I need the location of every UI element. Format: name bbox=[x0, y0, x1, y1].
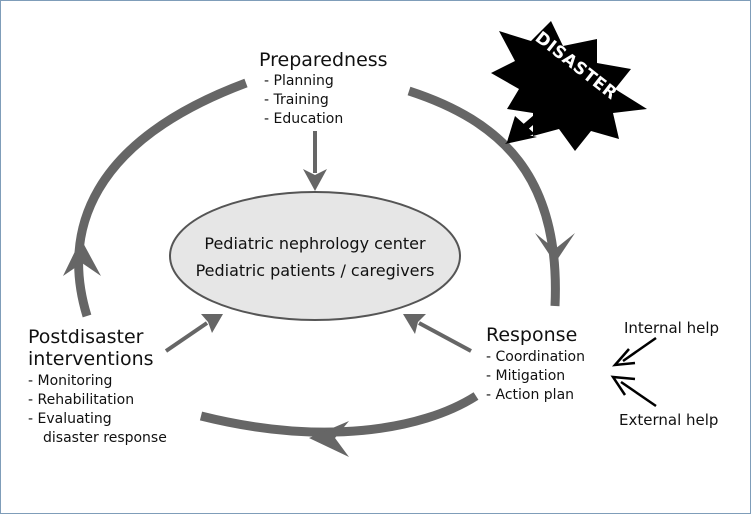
response-title: Response bbox=[486, 324, 578, 346]
cycle-arc-left bbox=[74, 78, 248, 318]
postdisaster-item-evaluating: - Evaluating bbox=[28, 411, 112, 427]
preparedness-item-education: - Education bbox=[264, 111, 344, 127]
postdisaster-item-rehabilitation: - Rehabilitation bbox=[28, 392, 135, 408]
response-item-coordination: - Coordination bbox=[486, 349, 585, 365]
arrowhead-postdisaster-to-center bbox=[201, 314, 223, 333]
arrow-postdisaster-to-center bbox=[164, 321, 209, 353]
external-help-label: External help bbox=[619, 411, 719, 429]
arrowhead-preparedness-to-center bbox=[303, 169, 327, 191]
cycle-arrowhead-left bbox=[63, 239, 101, 276]
arrowhead-internal-help bbox=[611, 348, 636, 367]
postdisaster-title-line2: interventions bbox=[28, 348, 154, 370]
arrow-disaster-to-cycle bbox=[520, 102, 554, 132]
arrow-response-to-center bbox=[418, 321, 472, 353]
center-line-patients: Pediatric patients / caregivers bbox=[195, 261, 435, 280]
arrow-external-help bbox=[620, 380, 657, 408]
arrowhead-response-to-center bbox=[403, 314, 426, 334]
postdisaster-item-monitoring: - Monitoring bbox=[28, 373, 113, 389]
arrowhead-external-help bbox=[610, 375, 636, 396]
arrowhead-disaster-to-cycle-tip bbox=[507, 116, 535, 142]
center-ellipse bbox=[169, 191, 461, 321]
cycle-arrowhead-bottom bbox=[309, 421, 349, 457]
cycle-arc-bottom bbox=[199, 392, 479, 437]
postdisaster-item-disaster-response: disaster response bbox=[43, 430, 167, 446]
preparedness-item-training: - Training bbox=[264, 92, 329, 108]
response-item-mitigation: - Mitigation bbox=[486, 368, 566, 384]
postdisaster-title-line1: Postdisaster bbox=[28, 326, 144, 348]
arrow-internal-help bbox=[622, 336, 657, 363]
center-line-nephrology: Pediatric nephrology center bbox=[204, 234, 426, 253]
response-item-action-plan: - Action plan bbox=[486, 387, 575, 403]
cycle-arrowhead-right bbox=[535, 233, 575, 263]
preparedness-item-planning: - Planning bbox=[264, 73, 334, 89]
internal-help-label: Internal help bbox=[624, 319, 720, 337]
preparedness-title: Preparedness bbox=[259, 49, 388, 71]
disaster-burst-shape bbox=[491, 21, 647, 151]
